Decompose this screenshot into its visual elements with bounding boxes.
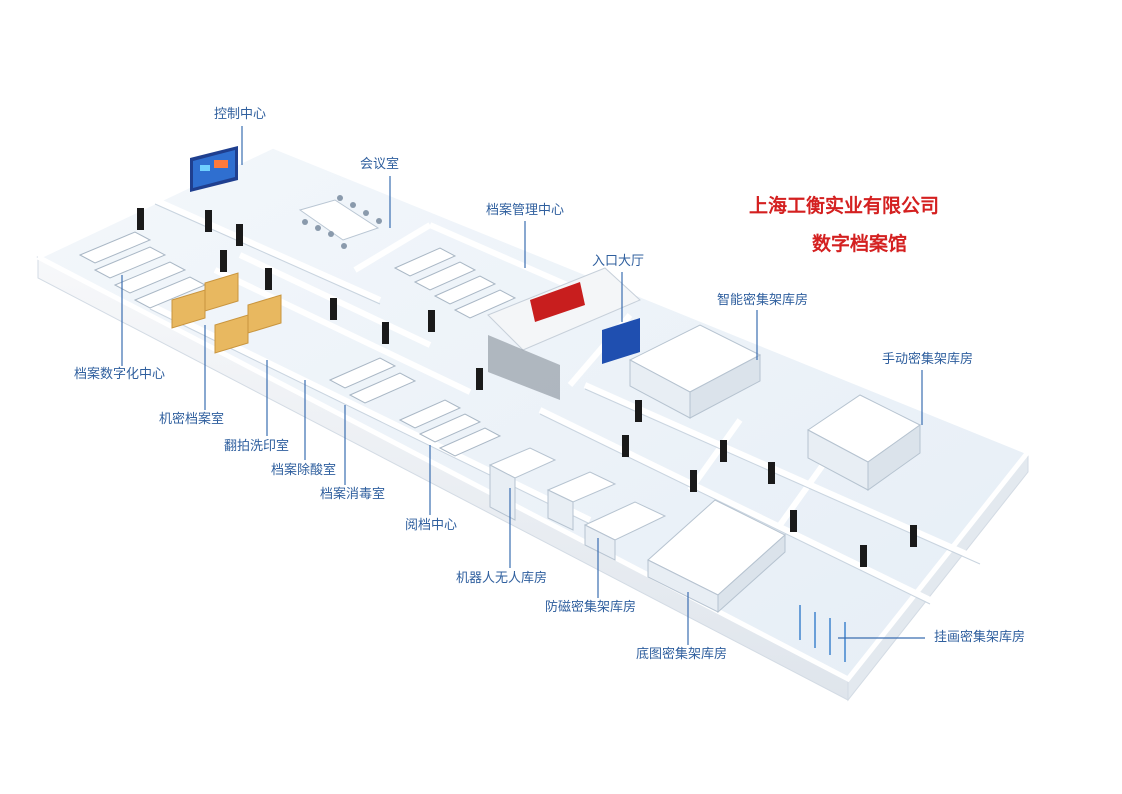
label-entrance-hall: 入口大厅 — [592, 254, 645, 269]
label-meeting-room: 会议室 — [360, 157, 400, 172]
label-painting-compact-shelving: 挂画密集架库房 — [934, 630, 1026, 645]
label-disinfection-room: 档案消毒室 — [320, 487, 386, 502]
control-center-screen — [190, 146, 238, 192]
label-manual-compact-shelving: 手动密集架库房 — [882, 352, 974, 367]
workstation-desks — [78, 231, 517, 457]
label-deacidification-room: 档案除酸室 — [271, 463, 337, 478]
label-blueprint-compact-shelving: 底图密集架库房 — [636, 647, 728, 662]
label-reading-center: 阅档中心 — [405, 518, 458, 533]
meeting-table — [298, 195, 382, 249]
label-robot-unmanned-storage: 机器人无人库房 — [456, 571, 548, 586]
label-archive-management-center: 档案管理中心 — [486, 203, 565, 218]
leader-lines — [121, 126, 925, 645]
label-photo-print-room: 翻拍洗印室 — [224, 439, 290, 454]
storage-blocks — [488, 447, 786, 614]
manual-shelving-block — [807, 394, 921, 491]
label-control-center: 控制中心 — [214, 107, 267, 122]
label-confidential-archive-room: 机密档案室 — [159, 412, 225, 427]
doors — [137, 208, 917, 567]
smart-shelving-block — [628, 324, 762, 419]
label-digitization-center: 档案数字化中心 — [74, 367, 166, 382]
company-title: 上海工衡实业有限公司 — [749, 195, 940, 217]
label-smart-compact-shelving: 智能密集架库房 — [717, 293, 809, 308]
wooden-shelves — [171, 272, 282, 354]
painting-racks — [799, 605, 846, 662]
interior-wall-shadows — [149, 203, 981, 605]
label-antimagnetic-compact-shelving: 防磁密集架库房 — [545, 600, 637, 615]
archive-title: 数字档案馆 — [812, 233, 908, 255]
entrance-hall — [487, 267, 641, 400]
